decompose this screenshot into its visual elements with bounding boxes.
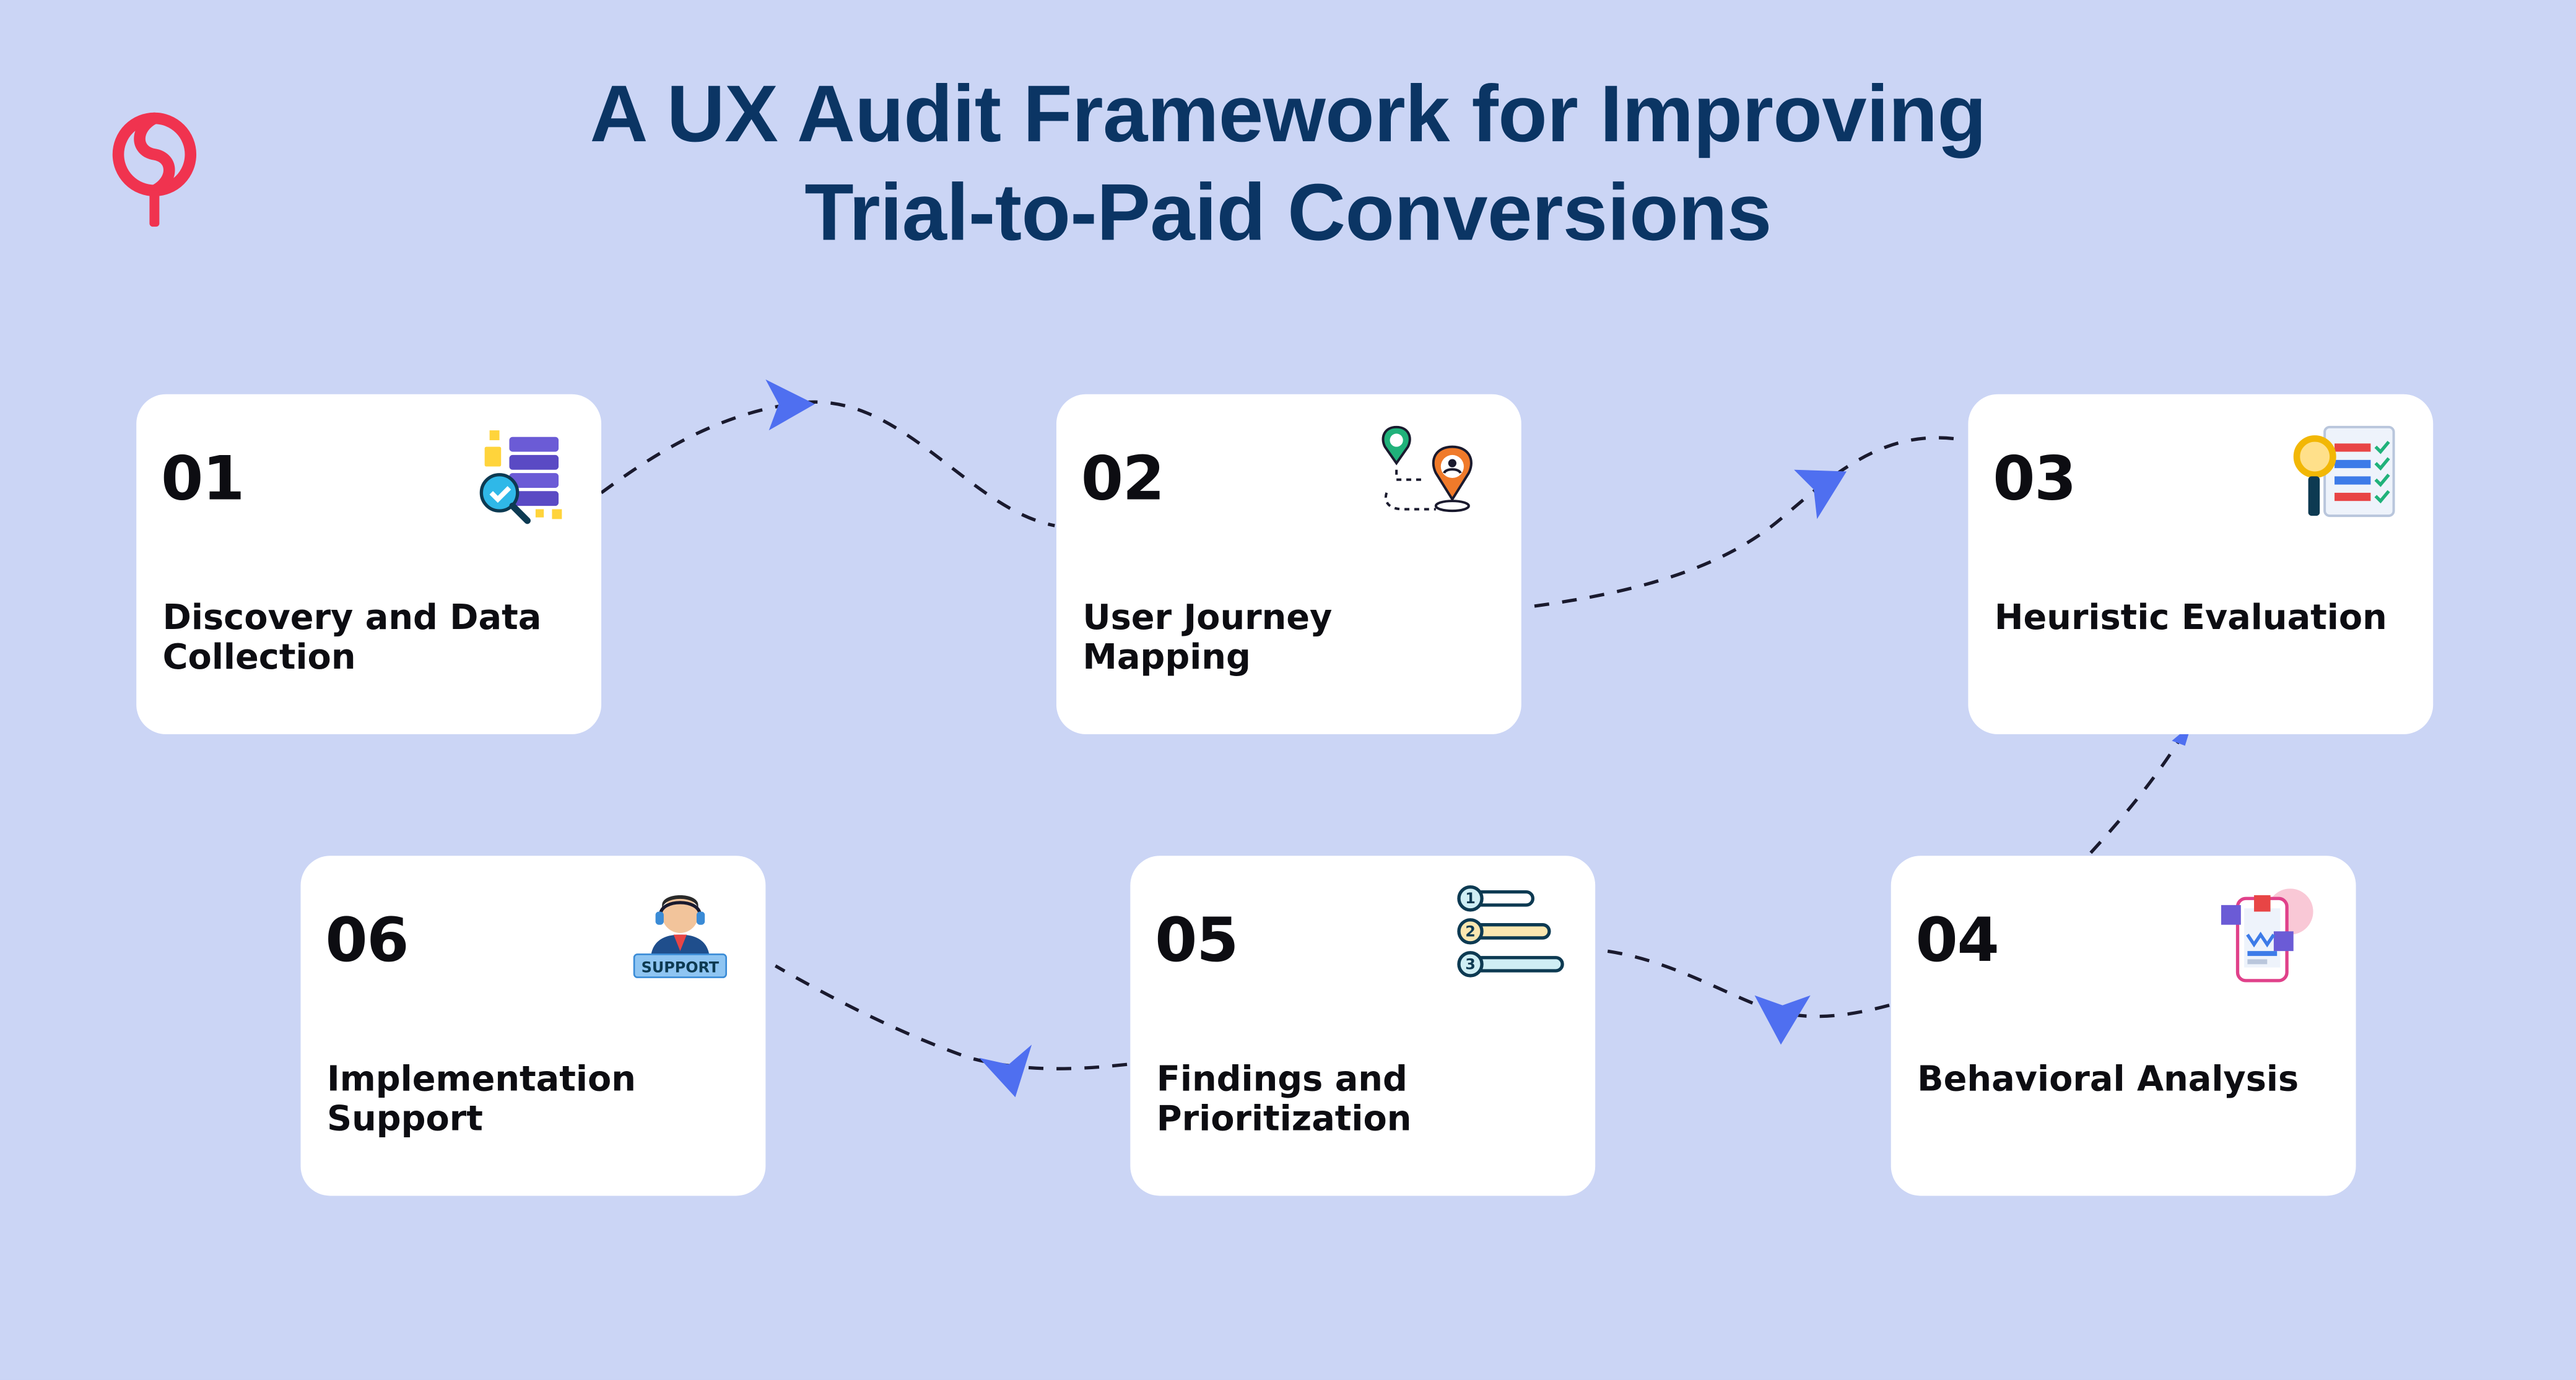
step-label: User Journey Mapping [1082,597,1333,677]
step-number: 01 [161,443,245,514]
step-card-03: 03 Heuristic Evaluation [1968,394,2434,734]
checklist-magnifier-icon [2293,425,2395,518]
arrowhead-1 [765,379,815,431]
connector-04-05 [1593,947,1890,1018]
svg-text:1: 1 [1465,890,1476,907]
step-card-04: 04 Behavioral Analysis [1891,856,2356,1196]
step-label: Behavioral Analysis [1917,1059,2299,1099]
mobile-analytics-icon [2221,888,2313,983]
step-label: Heuristic Evaluation [1994,597,2387,638]
numbered-list-icon: 1 2 3 [1457,885,1564,978]
brand-logo-icon [112,112,197,227]
step-number: 06 [325,905,409,976]
connector-02-03 [1534,436,1965,608]
arrowhead-5 [979,1044,1032,1098]
step-number: 05 [1155,905,1238,976]
support-agent-icon: SUPPORT [633,895,727,978]
support-badge-text: SUPPORT [642,959,720,976]
svg-text:2: 2 [1465,922,1476,940]
database-search-icon [479,430,562,524]
step-card-05: 05 Findings and Prioritization 1 2 3 [1130,856,1596,1196]
step-number: 03 [1993,443,2076,514]
arrowhead-2 [1794,469,1847,519]
step-label: Discovery and Data Collection [162,597,542,677]
step-label: Findings and Prioritization [1156,1059,1412,1139]
svg-text:3: 3 [1465,955,1476,973]
step-card-01: 01 Discovery and Data Collection [136,394,602,734]
arrowhead-4 [1754,995,1811,1045]
title-line-2: Trial-to-Paid Conversions [804,169,1772,258]
connector-01-02 [600,400,1055,527]
step-number: 02 [1081,443,1165,514]
connector-03-04 [2085,730,2187,859]
step-number: 04 [1915,905,1999,976]
connector-05-06 [774,964,1128,1070]
title-line-1: A UX Audit Framework for Improving [590,71,1986,160]
page-title: A UX Audit Framework for Improving Trial… [302,66,2274,263]
step-card-06: 06 Implementation Support SUPPORT [300,856,766,1196]
step-label: Implementation Support [326,1059,636,1139]
journey-map-icon [1382,425,1473,513]
step-card-02: 02 User Journey Mapping [1056,394,1521,734]
